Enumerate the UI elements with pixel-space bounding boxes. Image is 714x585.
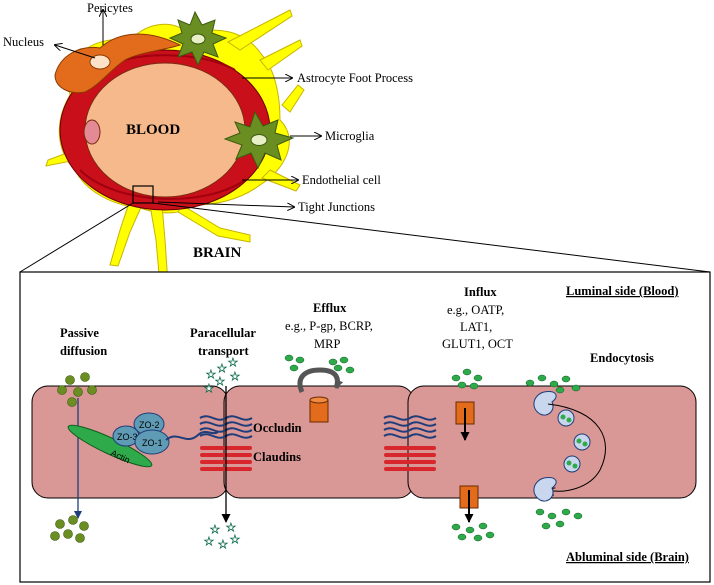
microglia-cell	[223, 110, 295, 170]
paracellular-label-2: transport	[198, 344, 250, 358]
occludin-label: Occludin	[253, 421, 302, 435]
endocytosis-molecules-bottom	[535, 508, 583, 530]
brain-label: BRAIN	[193, 245, 242, 261]
svg-text:★: ★	[217, 362, 227, 375]
paracellular-stars-top: ★★★ ★★★	[204, 356, 241, 396]
microglia-cell-top	[168, 10, 228, 67]
svg-text:★: ★	[204, 535, 214, 548]
zoom-line-left	[19, 202, 134, 273]
svg-text:★: ★	[210, 523, 220, 536]
zoom-box	[132, 185, 154, 204]
blood-label: BLOOD	[126, 122, 180, 138]
paracellular-label-1: Paracellular	[190, 326, 256, 340]
astrocyte-label: Astrocyte Foot Process	[297, 71, 413, 85]
endocytosis-receptor-top	[533, 391, 557, 416]
svg-text:★: ★	[230, 533, 240, 546]
luminal-side-label: Luminal side (Blood)	[566, 284, 679, 298]
claudins-label: Claudins	[253, 450, 301, 464]
passive-label-2: diffusion	[60, 344, 107, 358]
efflux-examples-2: MRP	[314, 337, 340, 351]
influx-examples-1: e.g., OATP,	[447, 303, 504, 317]
pericytes-label: Pericytes	[87, 1, 133, 15]
svg-text:★: ★	[230, 370, 240, 383]
efflux-molecules	[284, 354, 355, 374]
zo2-label: ZO-2	[139, 420, 160, 430]
svg-text:★: ★	[206, 368, 216, 381]
microglia-label: Microglia	[325, 129, 375, 143]
zo1-label: ZO-1	[142, 438, 163, 448]
passive-molecules-top	[57, 372, 97, 407]
svg-text:★: ★	[226, 521, 236, 534]
tight-junction-2	[383, 415, 437, 471]
efflux-arrow	[297, 367, 344, 393]
efflux-title: Efflux	[313, 301, 347, 315]
endocytic-vesicles	[557, 409, 591, 473]
zo-occludin-link	[165, 431, 219, 441]
passive-molecules-bottom	[50, 515, 89, 543]
paracellular-stars-bottom: ★★★ ★★	[204, 521, 241, 552]
endocytosis-receptor-bottom	[533, 477, 557, 502]
influx-title: Influx	[464, 285, 497, 299]
zoom-line-right	[152, 202, 711, 273]
pericyte	[54, 33, 182, 94]
zo1-protein	[134, 429, 170, 455]
zo3-label: ZO-3	[117, 432, 138, 442]
influx-molecules-top	[451, 368, 483, 390]
tight-junctions-label: Tight Junctions	[298, 200, 375, 214]
influx-molecules-bottom	[451, 522, 495, 542]
svg-text:★: ★	[228, 356, 238, 369]
abluminal-side-label: Abluminal side (Brain)	[566, 550, 689, 564]
endocytosis-label: Endocytosis	[590, 351, 654, 365]
endocytosis-path	[548, 403, 606, 491]
endocytosis-molecules-top	[525, 374, 581, 394]
svg-text:★: ★	[218, 538, 228, 551]
svg-text:★: ★	[215, 375, 225, 388]
endothelial-nucleus	[83, 119, 101, 145]
efflux-examples-1: e.g., P-gp, BCRP,	[285, 319, 373, 333]
svg-text:★: ★	[204, 382, 214, 395]
endothelial-label: Endothelial cell	[302, 173, 381, 187]
passive-label-1: Passive	[60, 326, 99, 340]
pericyte-nucleus	[89, 54, 111, 70]
influx-examples-2: LAT1,	[460, 320, 492, 334]
nucleus-label: Nucleus	[3, 35, 44, 49]
influx-examples-3: GLUT1, OCT	[442, 337, 513, 351]
